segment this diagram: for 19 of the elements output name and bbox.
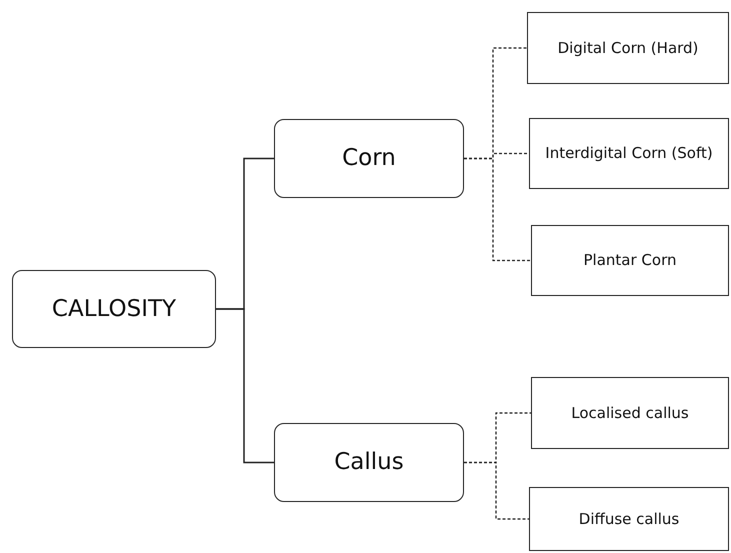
dashed-connector	[464, 462, 529, 520]
category-box	[527, 12, 729, 84]
rounded-box	[12, 270, 216, 348]
connector-line	[216, 308, 274, 464]
box-label: Digital Corn (Hard)	[558, 38, 698, 58]
category-box	[529, 487, 729, 551]
dashed-connector	[464, 158, 531, 262]
rounded-box	[274, 423, 464, 502]
box-label: Corn	[342, 144, 396, 173]
category-box	[529, 118, 729, 189]
rounded-box	[274, 119, 464, 198]
box-label: Interdigital Corn (Soft)	[545, 144, 713, 163]
box-label: Callus	[334, 448, 404, 477]
category-box	[531, 225, 729, 296]
box-label: Localised callus	[571, 404, 689, 422]
box-label: Diffuse callus	[578, 510, 680, 528]
box-label: CALLOSITY	[52, 294, 176, 324]
box-label: Plantar Corn	[584, 251, 676, 270]
category-box	[531, 377, 729, 449]
